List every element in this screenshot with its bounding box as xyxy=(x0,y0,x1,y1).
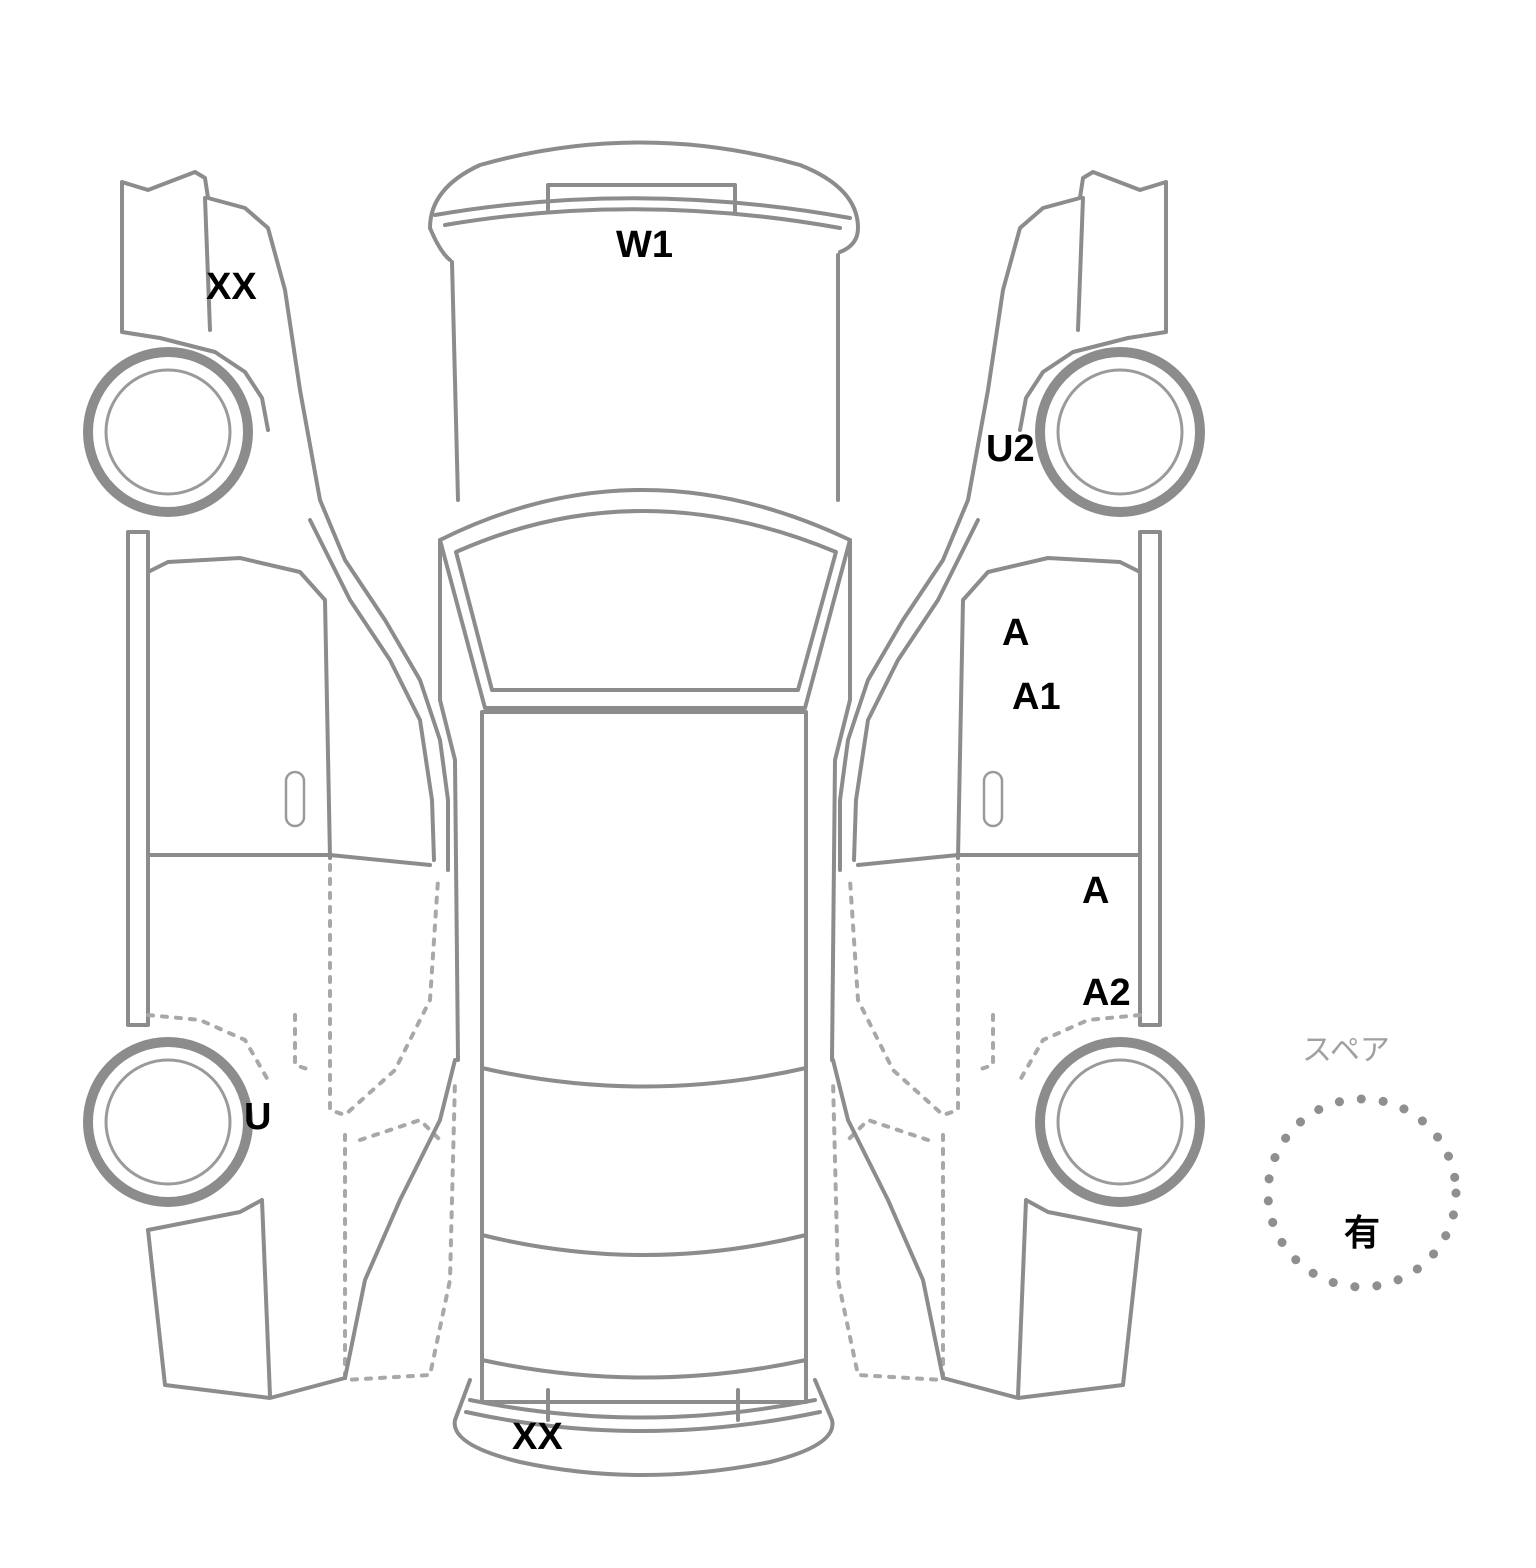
mark-left-rear-wheel-arch: U xyxy=(244,1096,272,1138)
right-side-view xyxy=(831,170,1205,1400)
top-view xyxy=(428,140,860,1477)
spare-tire-circle xyxy=(1263,1094,1461,1292)
left-side-view xyxy=(83,170,457,1400)
mark-right-rear-door: A xyxy=(1082,870,1110,912)
mark-left-front-fender: XX xyxy=(206,266,257,308)
mark-front-windshield: W1 xyxy=(616,224,673,266)
mark-right-front-door-lower: A1 xyxy=(1012,676,1061,718)
spare-tire-value: 有 xyxy=(1344,1213,1381,1254)
mark-rear-bumper: XX xyxy=(512,1416,563,1458)
spare-tire-label: スペア xyxy=(1302,1033,1390,1068)
mark-right-front-door-upper: A xyxy=(1002,612,1030,654)
mark-right-rear-door-lower: A2 xyxy=(1082,972,1131,1014)
mark-right-front-fender: U2 xyxy=(986,428,1035,470)
